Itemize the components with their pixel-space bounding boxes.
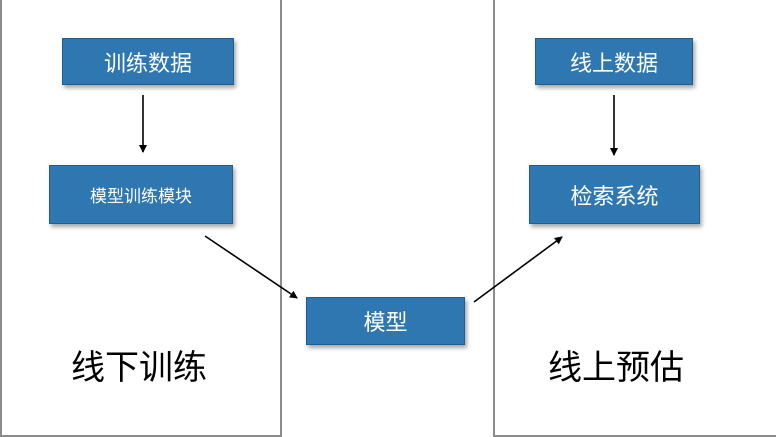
model-training-module-label: 模型训练模块 bbox=[90, 187, 192, 207]
model-label: 模型 bbox=[363, 311, 408, 336]
training-data-label: 训练数据 bbox=[103, 51, 192, 77]
online-data-node: 线上数据 bbox=[535, 38, 693, 85]
model-training-module-node: 模型训练模块 bbox=[49, 165, 233, 224]
training-data-node: 训练数据 bbox=[62, 38, 234, 85]
model-node: 模型 bbox=[306, 297, 465, 345]
retrieval-system-node: 检索系统 bbox=[529, 165, 700, 224]
online-prediction-title: 线上预估 bbox=[548, 348, 684, 388]
online-data-label: 线上数据 bbox=[569, 51, 658, 77]
retrieval-system-label: 检索系统 bbox=[570, 184, 659, 210]
offline-training-title: 线下训练 bbox=[71, 348, 207, 388]
